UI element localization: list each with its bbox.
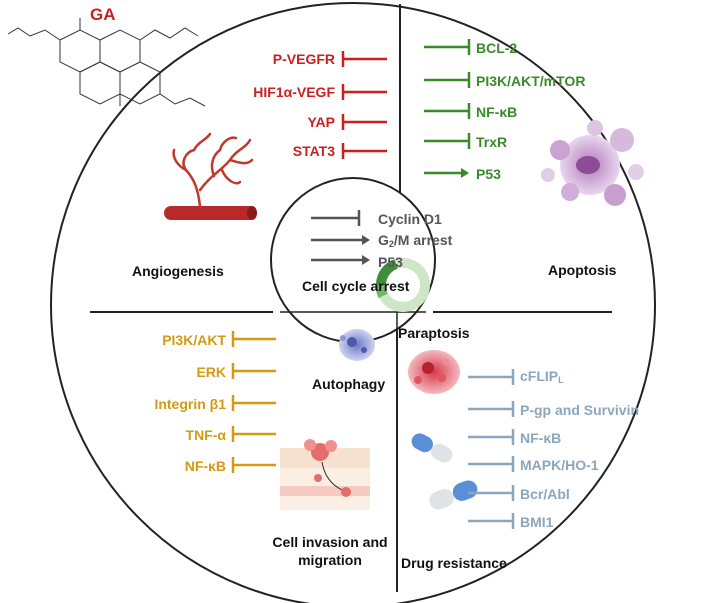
drug-target-3: NF-κB (520, 430, 562, 446)
drug-target-5: Bcr/Abl (520, 486, 570, 502)
ga-structure-image (7, 18, 206, 107)
paraptosis-title: Paraptosis (398, 325, 470, 341)
cell-cycle-ring-image (375, 258, 430, 312)
paraptosis-cell-image (408, 350, 460, 394)
drug-target-2: P-gp and Survivin (520, 402, 640, 418)
angiogenesis-target-3: YAP (307, 114, 335, 130)
arrow-layer (231, 39, 515, 529)
cell-cycle-target-1: Cyclin D1 (378, 211, 442, 227)
apoptosis-title: Apoptosis (548, 262, 617, 278)
compound-label: GA (90, 5, 116, 24)
invasion-target-5: NF-κB (184, 458, 226, 474)
invasion-target-4: TNF-α (185, 427, 226, 443)
drug-resistance-title: Drug resistance (401, 555, 507, 571)
angiogenesis-target-4: STAT3 (292, 143, 335, 159)
invasion-target-2: ERK (196, 364, 226, 380)
cell-invasion-image (280, 439, 370, 510)
cell-cycle-activate-2-head (362, 235, 370, 245)
autophagy-title: Autophagy (312, 376, 386, 392)
drug-target-1: cFLIPL (520, 368, 564, 385)
apoptosis-target-2: PI3K/AKT/mTOR (476, 73, 586, 89)
angiogenesis-target-1: P-VEGFR (272, 51, 335, 67)
drug-capsules-image (411, 433, 478, 510)
apoptosis-target-4: TrxR (476, 134, 508, 150)
invasion-title-line2: migration (298, 552, 362, 568)
invasion-target-1: PI3K/AKT (162, 332, 226, 348)
cell-cycle-title: Cell cycle arrest (302, 278, 410, 294)
angiogenesis-target-2: HIF1α-VEGF (253, 84, 335, 100)
blood-vessel-image (164, 132, 257, 220)
apoptosis-target-1: BCL-2 (476, 40, 518, 56)
cell-cycle-activate-3-head (362, 255, 370, 265)
invasion-target-3: Integrin β1 (154, 396, 226, 412)
cell-cycle-target-2: G2/M arrest (378, 232, 453, 249)
drug-target-4: MAPK/HO-1 (520, 457, 599, 473)
drug-target-6: BMI1 (520, 514, 554, 530)
angiogenesis-title: Angiogenesis (132, 263, 224, 279)
autophagy-cell-image (339, 329, 375, 361)
cell-cycle-target-3: P53 (378, 254, 403, 270)
apoptosis-target-5: P53 (476, 166, 501, 182)
apoptosis-target-3: NF-κB (476, 104, 518, 120)
apoptosis-cells-image (541, 120, 644, 206)
apoptosis-activate-5-head (461, 168, 469, 178)
invasion-title-line1: Cell invasion and (272, 534, 388, 550)
